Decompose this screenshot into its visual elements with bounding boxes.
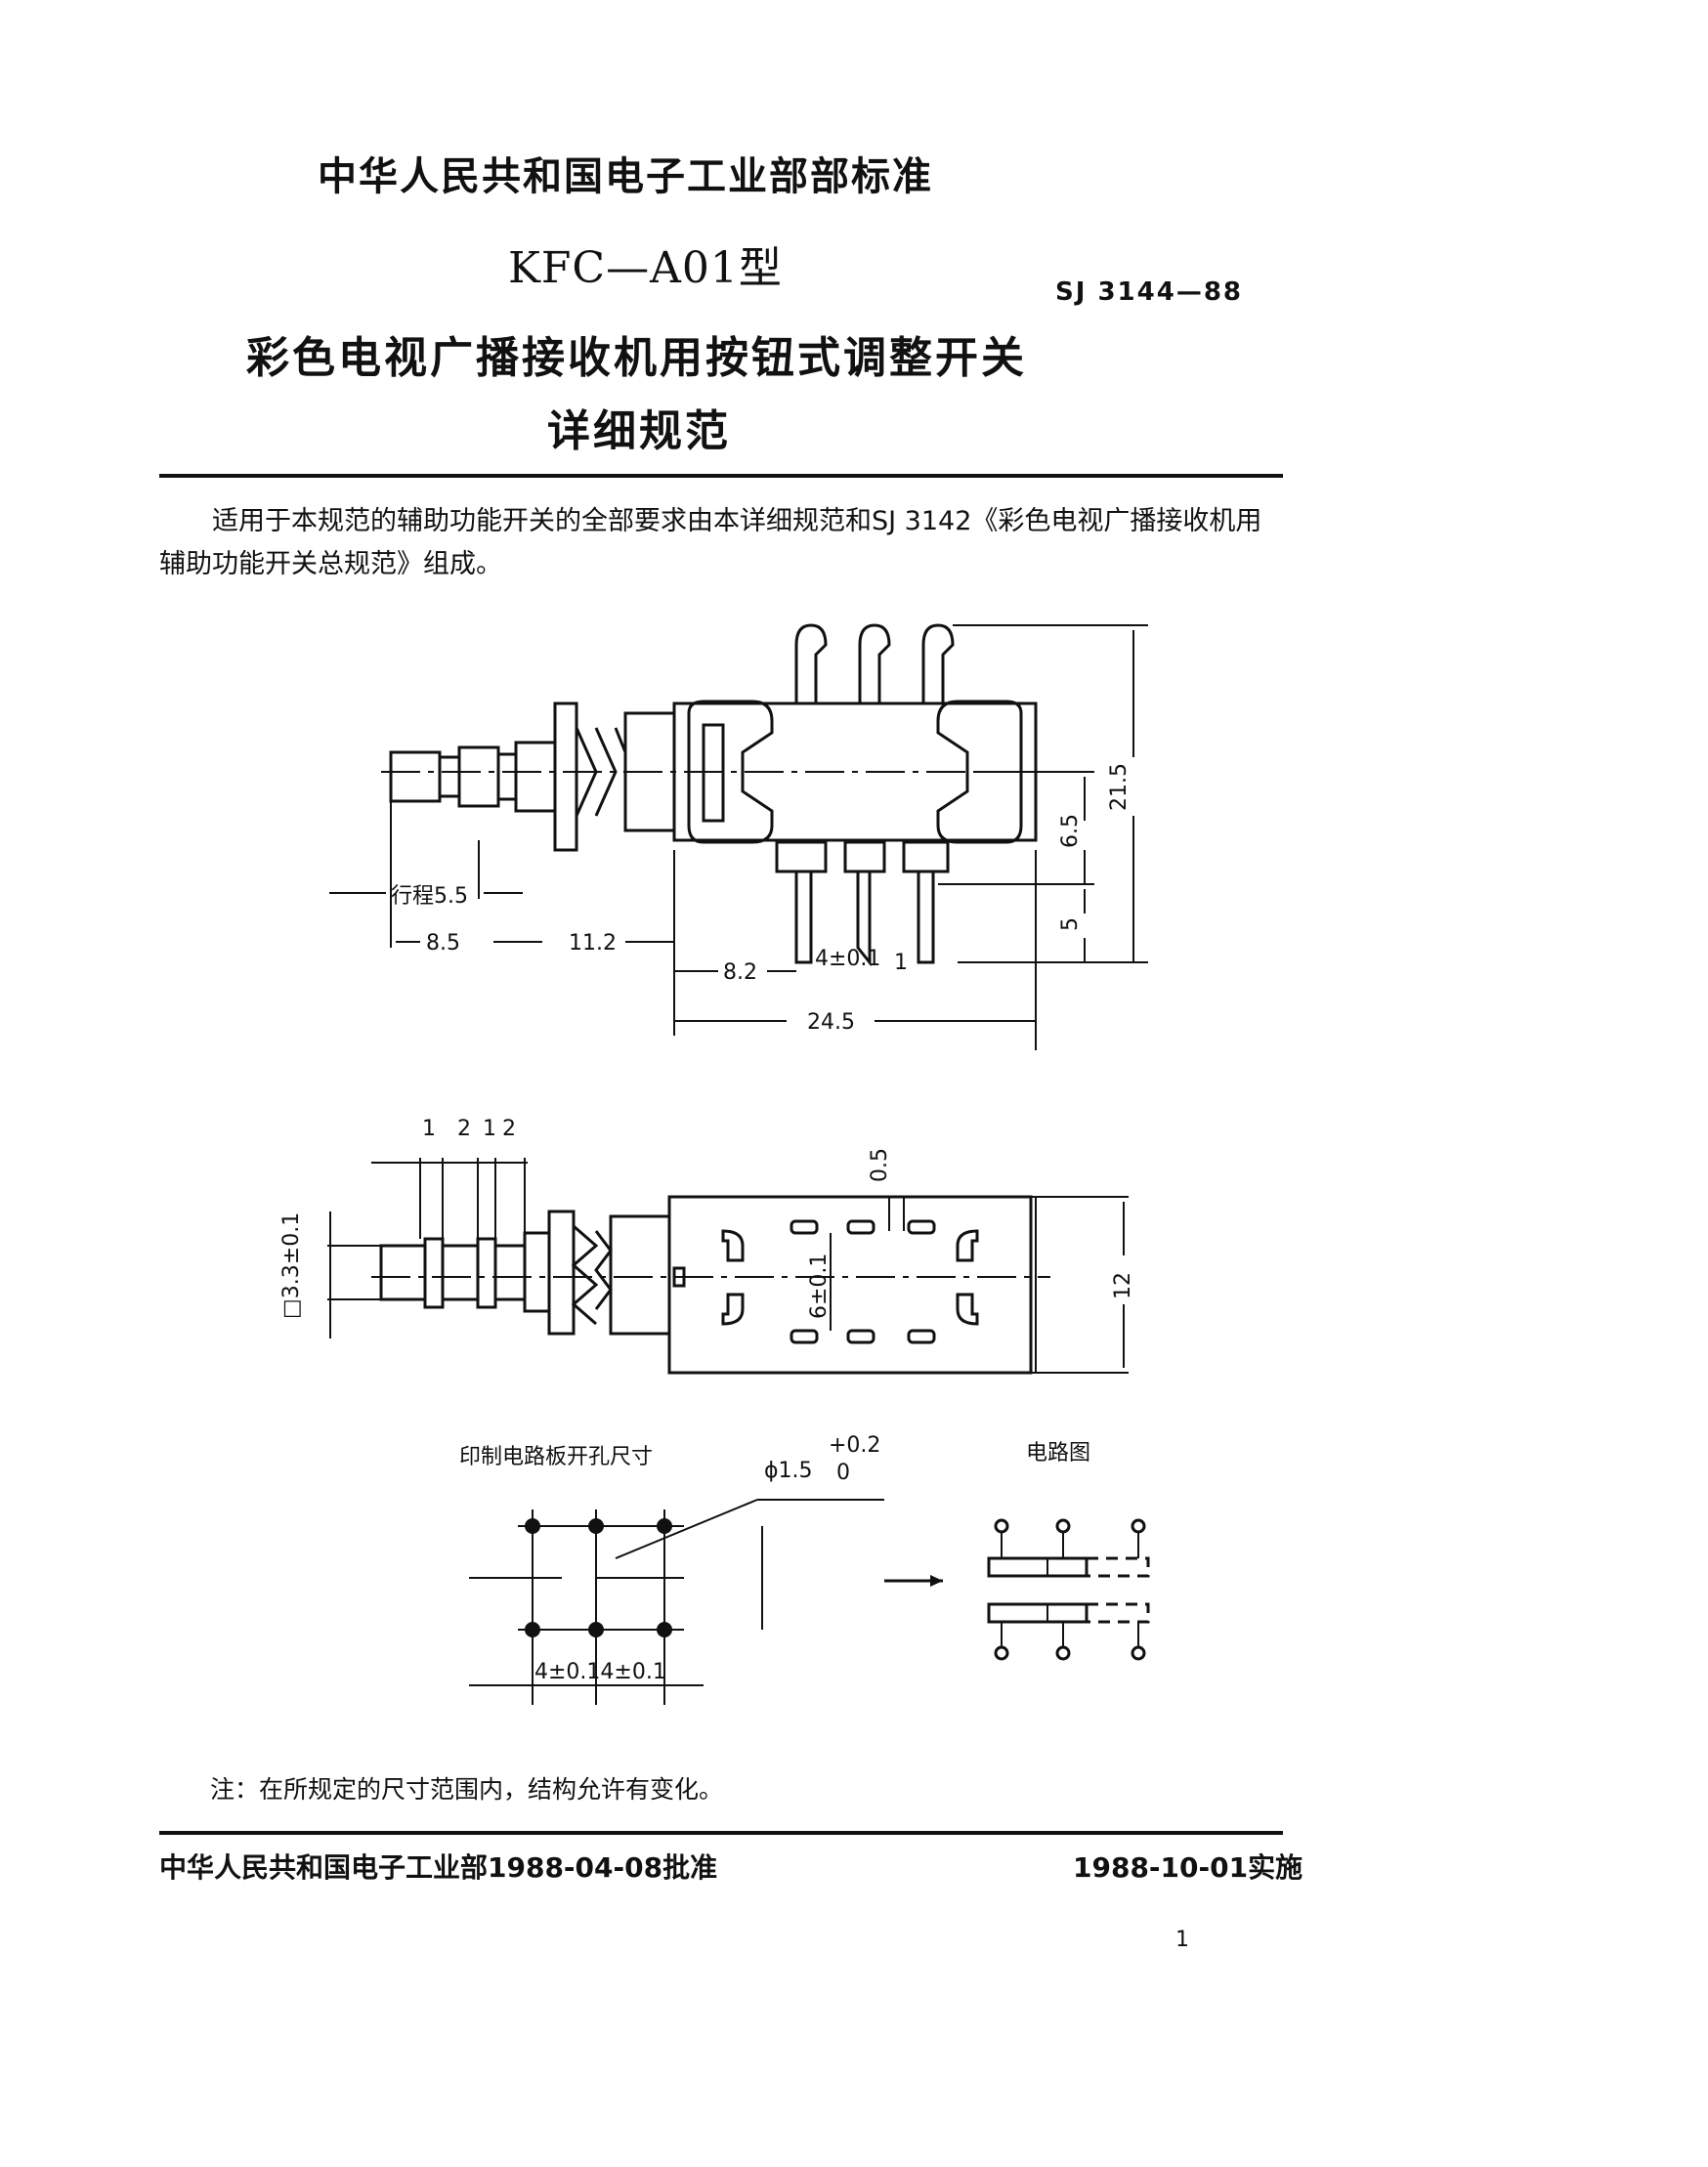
note: 注：在所规定的尺寸范围内，结构允许有变化。 [210, 1775, 724, 1804]
hole-tolerance-lower: 0 [836, 1461, 850, 1485]
side-view-drawing [329, 623, 1148, 1050]
dim-24-5: 24.5 [807, 1010, 855, 1035]
header-rule [159, 474, 1283, 478]
scope-paragraph: 适用于本规范的辅助功能开关的全部要求由本详细规范和SJ 3142《彩色电视广播接… [159, 506, 1262, 579]
pitch-label-2b: 2 [502, 1117, 516, 1141]
document-subtitle: 详细规范 [547, 406, 731, 456]
dim-6: 6±0.1 [807, 1253, 832, 1319]
dim-5: 5 [1058, 917, 1083, 931]
dim-11-2: 11.2 [569, 931, 617, 956]
footer-rule [159, 1831, 1283, 1835]
dim-pin-width: 1 [894, 951, 908, 975]
pitch-label-1b: 1 [483, 1117, 496, 1141]
stroke-label: 行程5.5 [391, 884, 468, 909]
effective-date: 1988-10-01实施 [1073, 1851, 1303, 1884]
document-title: 彩色电视广播接收机用按钮式调整开关 [246, 333, 1027, 383]
dim-8-5: 8.5 [426, 931, 460, 956]
pitch-label-1a: 1 [422, 1117, 436, 1141]
hole-tolerance-upper: +0.2 [829, 1433, 880, 1458]
dim-21-5: 21.5 [1107, 763, 1132, 811]
circuit-diagram [884, 1518, 1150, 1661]
dim-8-2: 8.2 [723, 960, 757, 985]
top-view-drawing [327, 1158, 1129, 1375]
standard-organization: 中华人民共和国电子工业部部标准 [318, 154, 933, 199]
dim-pin-pitch: 4±0.1 [815, 947, 880, 971]
dim-square-3-3: □3.3±0.1 [279, 1212, 304, 1319]
pcb-pitch: 4±0.14±0.1 [534, 1660, 666, 1684]
circuit-title: 电路图 [1026, 1441, 1090, 1466]
product-model: KFC—A01型 [508, 243, 783, 293]
pcb-hole-drawing [469, 1499, 884, 1705]
dim-12: 12 [1111, 1272, 1135, 1299]
hole-diameter: ϕ1.5 [764, 1459, 813, 1483]
pitch-label-2a: 2 [457, 1117, 471, 1141]
standard-code: SJ 3144—88 [1055, 277, 1243, 307]
pcb-title: 印制电路板开孔尺寸 [459, 1445, 653, 1469]
dim-6-5: 6.5 [1058, 814, 1083, 848]
approval-date: 中华人民共和国电子工业部1988-04-08批准 [159, 1851, 718, 1884]
page-number: 1 [1175, 1928, 1189, 1952]
dim-0-5: 0.5 [868, 1148, 892, 1182]
